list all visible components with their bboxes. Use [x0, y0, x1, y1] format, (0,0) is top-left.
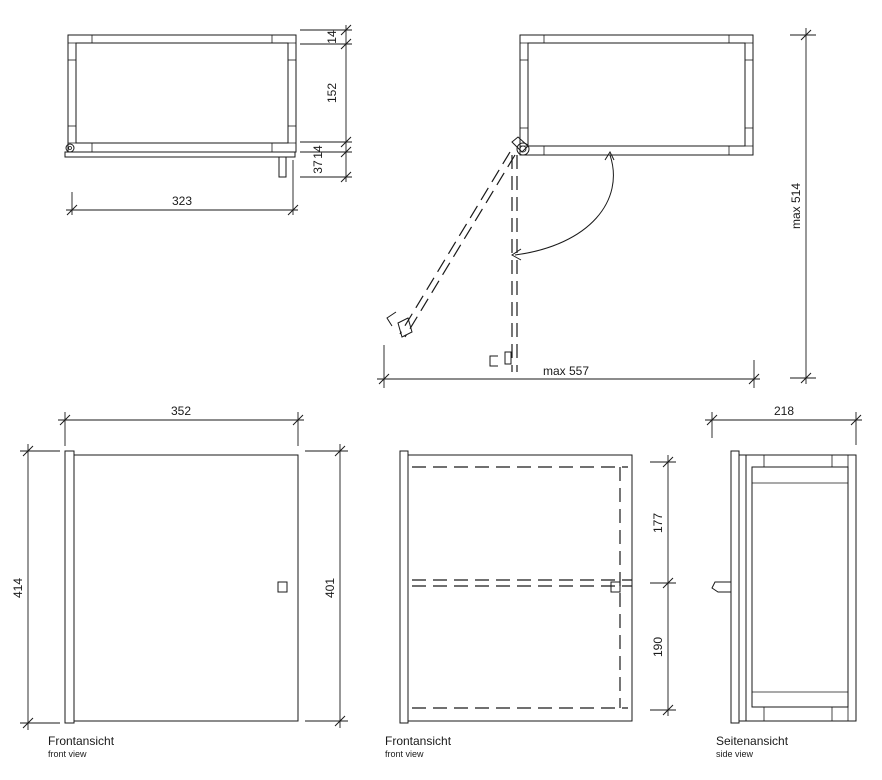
hinge-icon	[516, 142, 530, 156]
dim-lower: 14	[311, 145, 325, 159]
hinge-icon	[65, 143, 75, 153]
side-view	[711, 450, 857, 724]
cabinet-inner	[527, 42, 746, 147]
top-view-open-dimensions: max 514 max 557	[377, 28, 816, 388]
handle	[278, 156, 287, 178]
cabinet-body	[745, 454, 857, 722]
cabinet-outline	[67, 34, 297, 153]
cabinet-body	[407, 454, 633, 722]
subcaption-front-view-2: front view	[385, 749, 424, 759]
dim-width: 323	[172, 194, 192, 208]
caption-front-view-1: Frontansicht	[48, 734, 115, 748]
handle	[610, 581, 621, 593]
front-view-closed-dimensions: 352 414 401	[11, 404, 348, 730]
door-edge	[730, 450, 740, 724]
subcaption-side-view: side view	[716, 749, 754, 759]
door-panel	[73, 454, 299, 722]
dim-top: 14	[325, 30, 339, 44]
handle	[489, 355, 498, 367]
side-view-dimensions: 218	[705, 404, 862, 445]
dim-bottom: 37	[311, 160, 325, 174]
side-panel	[64, 450, 75, 724]
caption-front-view-2: Frontansicht	[385, 734, 452, 748]
dim-upper: 177	[651, 513, 665, 533]
dim-lower: 190	[651, 637, 665, 657]
subcaption-front-view-1: front view	[48, 749, 87, 759]
cabinet-outline	[519, 34, 754, 156]
top-view-open	[386, 34, 754, 372]
dim-height-left: 414	[11, 578, 25, 598]
handle	[386, 311, 397, 327]
dim-middle: 152	[325, 83, 339, 103]
front-view-open-dimensions: 177 190	[650, 455, 676, 716]
top-view-closed	[64, 34, 297, 178]
dim-height-right: 401	[323, 578, 337, 598]
caption-side-view: Seitenansicht	[716, 734, 789, 748]
front-view-closed	[64, 450, 299, 724]
dim-width: 352	[171, 404, 191, 418]
handle	[277, 581, 288, 593]
dim-depth: max 514	[789, 183, 803, 229]
top-view-closed-dimensions: 14 152 14 37 323	[66, 24, 352, 216]
side-panel	[399, 450, 409, 724]
handle	[711, 581, 731, 593]
cabinet-inner	[75, 42, 289, 144]
swing-arc	[514, 154, 614, 256]
dim-width: max 557	[543, 364, 589, 378]
door-panel	[64, 151, 296, 158]
dim-width: 218	[774, 404, 794, 418]
front-view-open	[399, 450, 633, 724]
